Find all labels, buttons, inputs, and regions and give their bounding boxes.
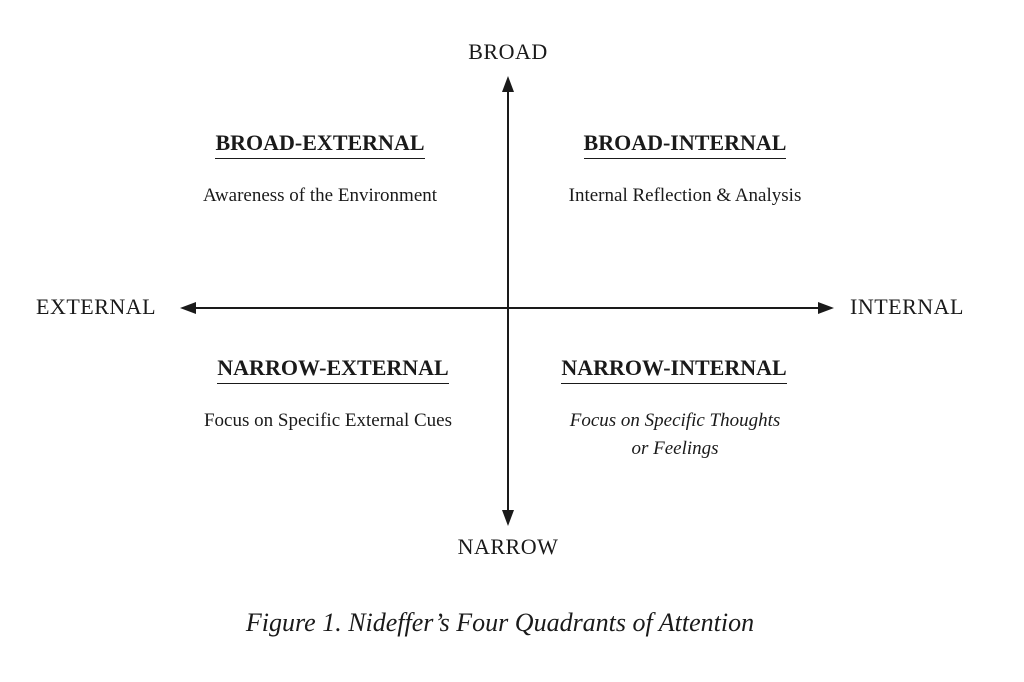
quadrant-broad-internal-title: BROAD-INTERNAL	[525, 132, 845, 159]
quadrant-broad-external-description: Awareness of the Environment	[202, 185, 438, 206]
quadrant-broad-internal-description: Internal Reflection & Analysis	[568, 185, 802, 206]
arrow-down-icon	[502, 510, 514, 526]
figure-caption: Figure 1. Nideffer’s Four Quadrants of A…	[245, 608, 755, 637]
quadrant-broad-external-title: BROAD-EXTERNAL	[160, 132, 480, 159]
arrow-right-icon	[818, 302, 834, 314]
axis-label-broad: BROAD	[468, 39, 548, 64]
axis-label-narrow: NARROW	[457, 534, 559, 559]
arrow-left-icon	[180, 302, 196, 314]
quadrant-title-text: BROAD-INTERNAL	[583, 132, 787, 159]
quadrant-narrow-external-description: Focus on Specific External Cues	[203, 410, 452, 431]
quadrant-narrow-internal-title: NARROW-INTERNAL	[514, 357, 834, 384]
quadrant-title-text: NARROW-EXTERNAL	[217, 357, 449, 384]
axis-label-internal: INTERNAL	[850, 294, 964, 319]
arrow-up-icon	[502, 76, 514, 92]
quadrant-description-line-1: Focus on Specific Thoughts	[569, 410, 781, 431]
quadrant-narrow-external-title: NARROW-EXTERNAL	[173, 357, 493, 384]
quadrant-description-line-2: or Feelings	[631, 438, 719, 459]
axis-label-external: EXTERNAL	[36, 294, 157, 319]
quadrant-narrow-internal-description: Focus on Specific Thoughts or Feelings	[510, 407, 840, 463]
quadrant-title-text: NARROW-INTERNAL	[561, 357, 787, 384]
quadrant-title-text: BROAD-EXTERNAL	[215, 132, 425, 159]
